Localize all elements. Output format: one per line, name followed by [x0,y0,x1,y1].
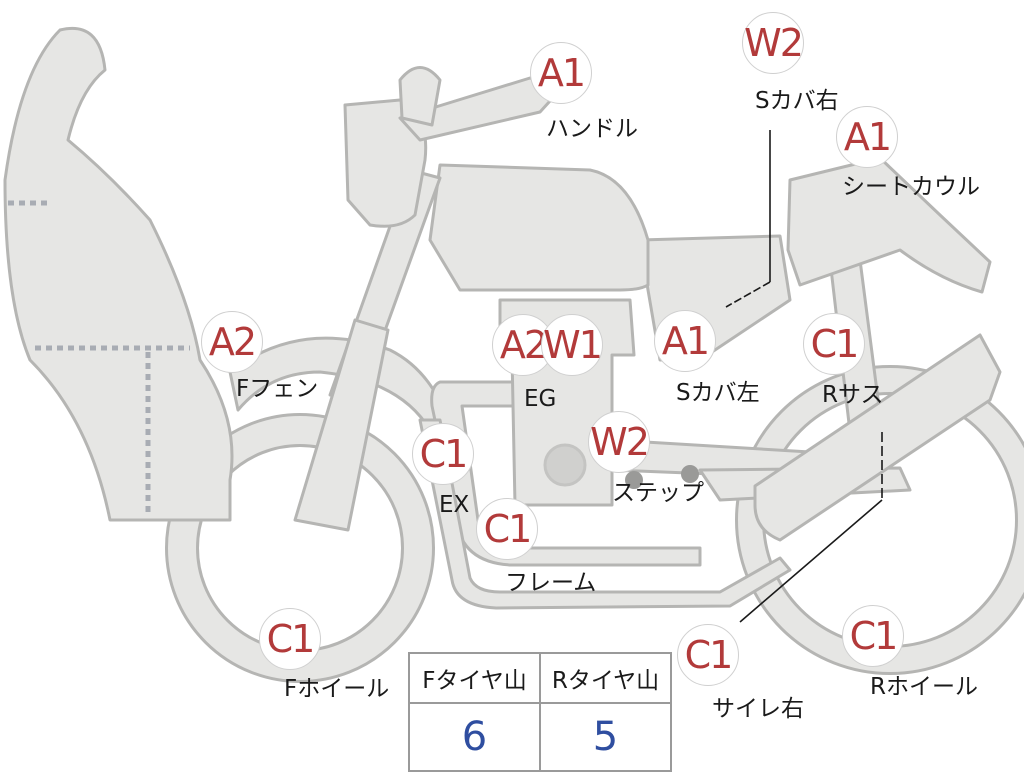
badge-front-wheel: C1 [259,608,321,670]
tire-table-header-row: Fタイヤ山 Rタイヤ山 [408,652,672,704]
badge-silencer-right: C1 [677,624,739,686]
badge-code: C1 [849,614,899,658]
badge-handle: A1 [530,42,592,104]
label-exhaust: EX [439,492,470,518]
label-engine: EG [524,386,557,412]
badge-engine-a: A2 [492,314,554,376]
label-seat-cowl: シートカウル [842,174,980,200]
label-rear-suspension: Rサス [822,382,884,408]
silencer-shape [753,333,1002,542]
label-frame: フレーム [505,570,597,596]
label-front-wheel: Fホイール [284,676,390,702]
tire-table-value-row: 6 5 [408,702,672,772]
front-cowl-shape [3,26,234,522]
badge-code: C1 [419,432,469,476]
badge-seat-cover-right: W2 [742,12,804,74]
frame-shape [418,418,792,610]
badge-code: C1 [810,322,860,366]
badge-frame: C1 [476,498,538,560]
badge-exhaust: C1 [412,423,474,485]
label-side-cover-left: Sカバ左 [676,380,760,406]
badge-step: W2 [588,411,650,473]
badge-code: A1 [537,51,586,95]
label-handle: ハンドル [546,116,638,142]
badge-code: C1 [266,617,316,661]
badge-code: W1 [543,323,603,367]
badge-seat-cowl: A1 [836,106,898,168]
badge-engine-w: W1 [541,314,603,376]
front-tire-value: 6 [408,702,541,772]
badge-side-cover-left: A1 [654,310,716,372]
badge-code: C1 [483,507,533,551]
badge-code: A1 [661,319,710,363]
label-silencer-right: サイレ右 [712,696,804,722]
badge-code: W2 [590,420,650,464]
fuel-tank-shape [428,163,650,292]
badge-code: C1 [684,633,734,677]
badge-code: A2 [499,323,548,367]
rear-tire-header: Rタイヤ山 [539,652,672,704]
tire-tread-table: Fタイヤ山 Rタイヤ山 6 5 [408,652,672,772]
label-step: ステップ [612,480,704,506]
badge-rear-wheel: C1 [842,605,904,667]
label-rear-wheel: Rホイール [870,674,978,700]
badge-code: A2 [208,320,257,364]
badge-code: A1 [843,115,892,159]
rear-tire-value: 5 [539,702,672,772]
label-front-fender: Fフェン [236,376,319,402]
badge-code: W2 [744,21,804,65]
label-seat-cover-right: Sカバ右 [755,88,839,114]
badge-front-fender: A2 [201,311,263,373]
front-tire-header: Fタイヤ山 [408,652,541,704]
badge-rear-suspension: C1 [803,313,865,375]
seat-cowl-shape [786,156,992,294]
